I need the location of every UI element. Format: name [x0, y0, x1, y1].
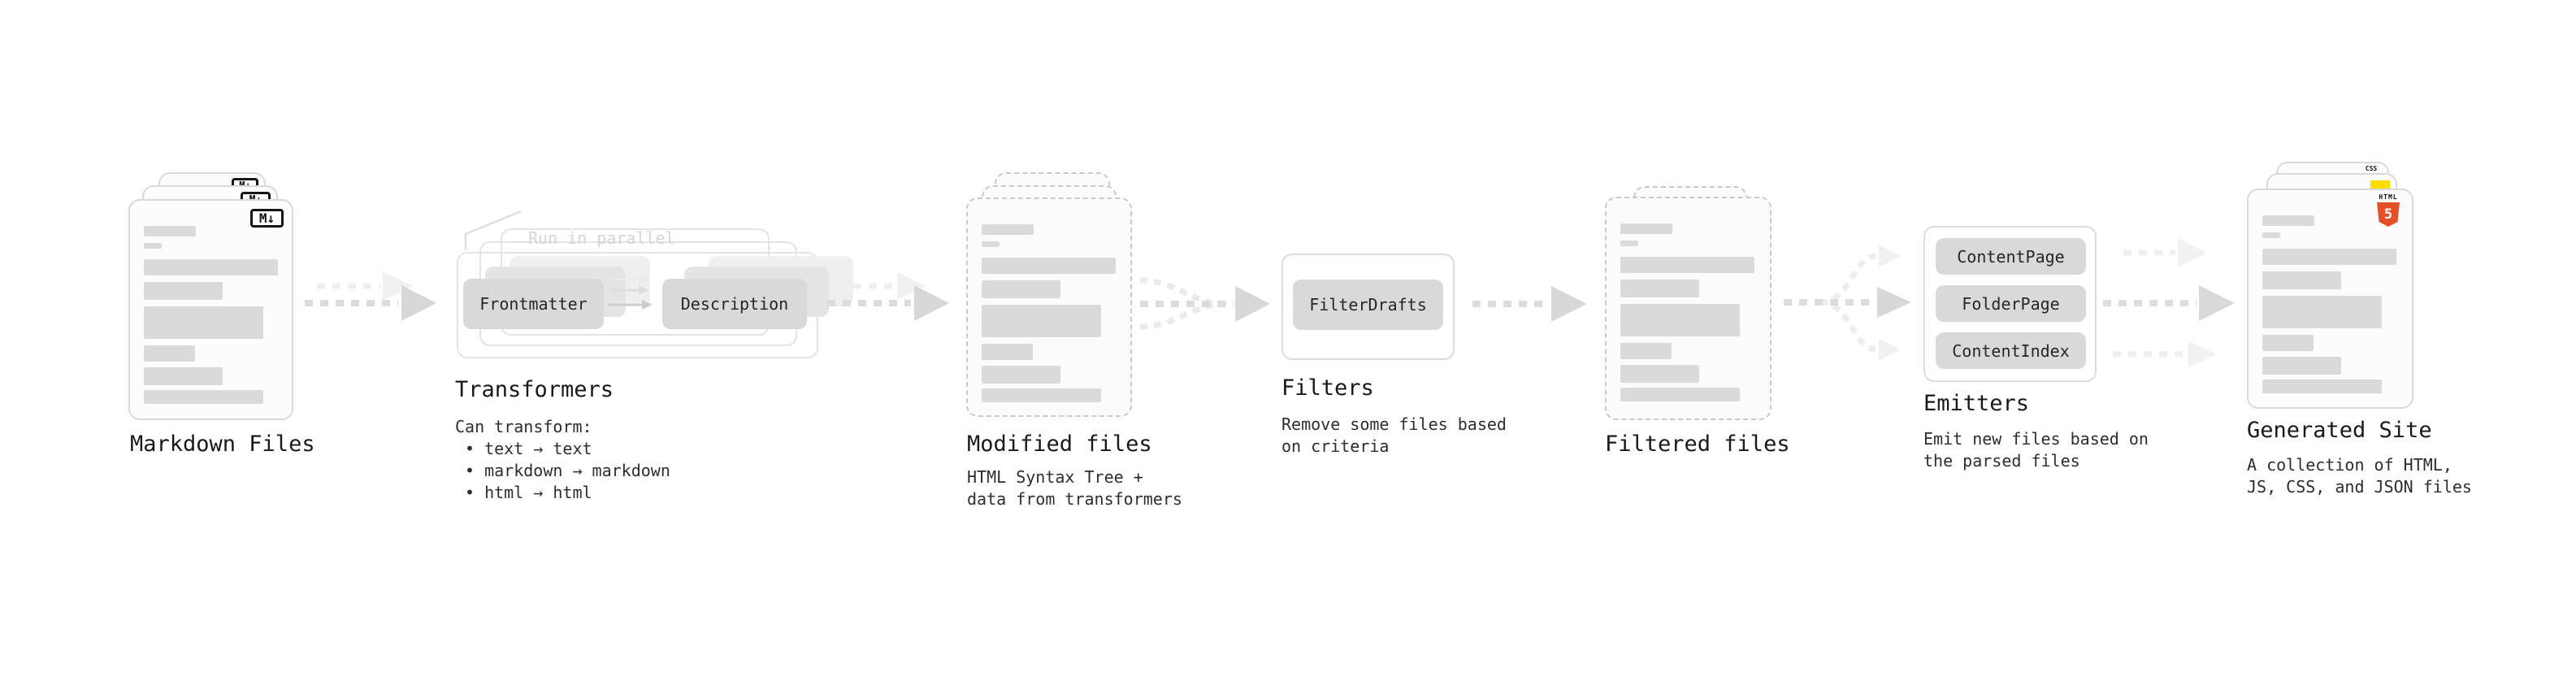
- doc-line: [1620, 365, 1699, 383]
- doc-line: [2262, 271, 2341, 289]
- markdown-icon: M↓: [250, 209, 284, 228]
- caption-line: Can transform:: [455, 417, 592, 436]
- modified-files-label: Modified files: [967, 432, 1152, 457]
- generated-site-caption: A collection of HTML, JS, CSS, and JSON …: [2247, 454, 2472, 498]
- doc-line: [2262, 249, 2396, 265]
- caption-line: JS, CSS, and JSON files: [2247, 477, 2472, 497]
- transformers-label: Transformers: [455, 377, 614, 402]
- doc-line: [982, 344, 1033, 360]
- description-pill: Description: [662, 279, 807, 329]
- doc-line: [144, 306, 263, 339]
- markdown-files-label: Markdown Files: [130, 432, 315, 457]
- filterdrafts-pill: FilterDrafts: [1293, 280, 1443, 330]
- arrow-transformers-to-modified: [827, 272, 949, 321]
- doc-line: [1620, 241, 1638, 246]
- arrow-filters-to-filtered: [1472, 286, 1587, 322]
- arrow-bottom-faint: [2113, 341, 2217, 367]
- markdown-file-front: M↓: [128, 199, 293, 420]
- doc-line: [1620, 257, 1754, 273]
- html5-icon-shield: 5: [2377, 202, 2400, 227]
- arrow-middle: [2103, 285, 2235, 321]
- arrow-top-faint: [2123, 238, 2206, 267]
- arrow-markdown-to-transformers: [305, 271, 436, 321]
- doc-line: [1620, 223, 1672, 234]
- node-filtered-files: [1605, 186, 1804, 430]
- doc-line: [144, 390, 263, 404]
- run-in-parallel-label: Run in parallel: [528, 228, 675, 248]
- run-in-parallel-leader-line: [464, 210, 522, 250]
- doc-line: [2262, 357, 2341, 375]
- filtered-files-label: Filtered files: [1605, 432, 1790, 457]
- doc-line: [144, 259, 278, 275]
- caption-bullet: • text → text: [465, 439, 592, 458]
- html5-icon-word: HTML: [2379, 193, 2398, 201]
- caption-bullet: • markdown → markdown: [465, 461, 670, 480]
- html-file-front: HTML 5: [2247, 189, 2413, 409]
- doc-line: [982, 305, 1101, 337]
- transformer-inner-arrows: [608, 275, 653, 310]
- doc-line: [144, 367, 223, 385]
- filters-caption: Remove some files based on criteria: [1281, 414, 1507, 458]
- doc-line: [982, 366, 1060, 384]
- emitters-frame: ContentPage FolderPage ContentIndex: [1923, 226, 2097, 382]
- caption-line: A collection of HTML,: [2247, 455, 2452, 475]
- doc-line: [144, 226, 196, 236]
- doc-line: [982, 241, 1000, 247]
- caption-line: on criteria: [1281, 436, 1390, 456]
- doc-line: [144, 282, 223, 300]
- doc-line: [2262, 232, 2280, 238]
- css-icon-word: CSS: [2365, 165, 2378, 172]
- emitters-label: Emitters: [1923, 391, 2030, 416]
- caption-line: Emit new files based on: [1923, 429, 2149, 449]
- folderpage-pill: FolderPage: [1936, 285, 2086, 322]
- node-modified-files: [966, 172, 1165, 424]
- filters-frame: FilterDrafts: [1281, 254, 1455, 360]
- caption-line: data from transformers: [967, 489, 1182, 509]
- doc-line: [2262, 215, 2314, 226]
- caption-line: HTML Syntax Tree +: [967, 467, 1143, 487]
- emitters-caption: Emit new files based on the parsed files: [1923, 428, 2149, 472]
- doc-line: [144, 243, 162, 249]
- doc-line: [982, 280, 1060, 298]
- contentindex-pill: ContentIndex: [1936, 332, 2086, 369]
- arrow-ghost: [317, 271, 414, 301]
- filtered-file-front: [1605, 197, 1772, 420]
- transformers-caption: Can transform: • text → text • markdown …: [455, 416, 670, 504]
- doc-line: [982, 388, 1101, 402]
- caption-line: Remove some files based: [1281, 414, 1507, 434]
- arrow-filtered-to-emitters-fanout: [1784, 245, 1911, 361]
- node-generated-site: CSS HTML 5: [2247, 162, 2446, 414]
- doc-line: [2262, 296, 2382, 328]
- doc-line: [2262, 335, 2314, 351]
- doc-line: [1620, 343, 1672, 359]
- modified-files-caption: HTML Syntax Tree + data from transformer…: [967, 466, 1182, 510]
- contentpage-pill: ContentPage: [1936, 238, 2086, 275]
- filters-label: Filters: [1281, 375, 1374, 401]
- arrow-ghost: [838, 272, 926, 300]
- arrow-main: [305, 285, 436, 321]
- doc-line: [2262, 380, 2382, 393]
- frontmatter-pill: Frontmatter: [463, 279, 604, 329]
- doc-line: [1620, 280, 1699, 297]
- arrow-main: [827, 285, 949, 321]
- node-markdown-files: M↓ M↓ M↓: [128, 172, 327, 424]
- doc-line: [1620, 388, 1740, 401]
- generated-site-label: Generated Site: [2247, 418, 2432, 443]
- arrow-modified-to-filters-merge: [1139, 277, 1270, 330]
- doc-line: [982, 258, 1116, 274]
- doc-line: [144, 345, 195, 362]
- doc-line: [982, 224, 1034, 235]
- doc-line: [1620, 304, 1740, 336]
- caption-bullet: • html → html: [465, 483, 592, 502]
- caption-line: the parsed files: [1923, 451, 2080, 471]
- html5-icon: HTML 5: [2376, 193, 2400, 227]
- arrows-emitters-to-site: [2103, 238, 2235, 367]
- modified-file-front: [966, 197, 1132, 417]
